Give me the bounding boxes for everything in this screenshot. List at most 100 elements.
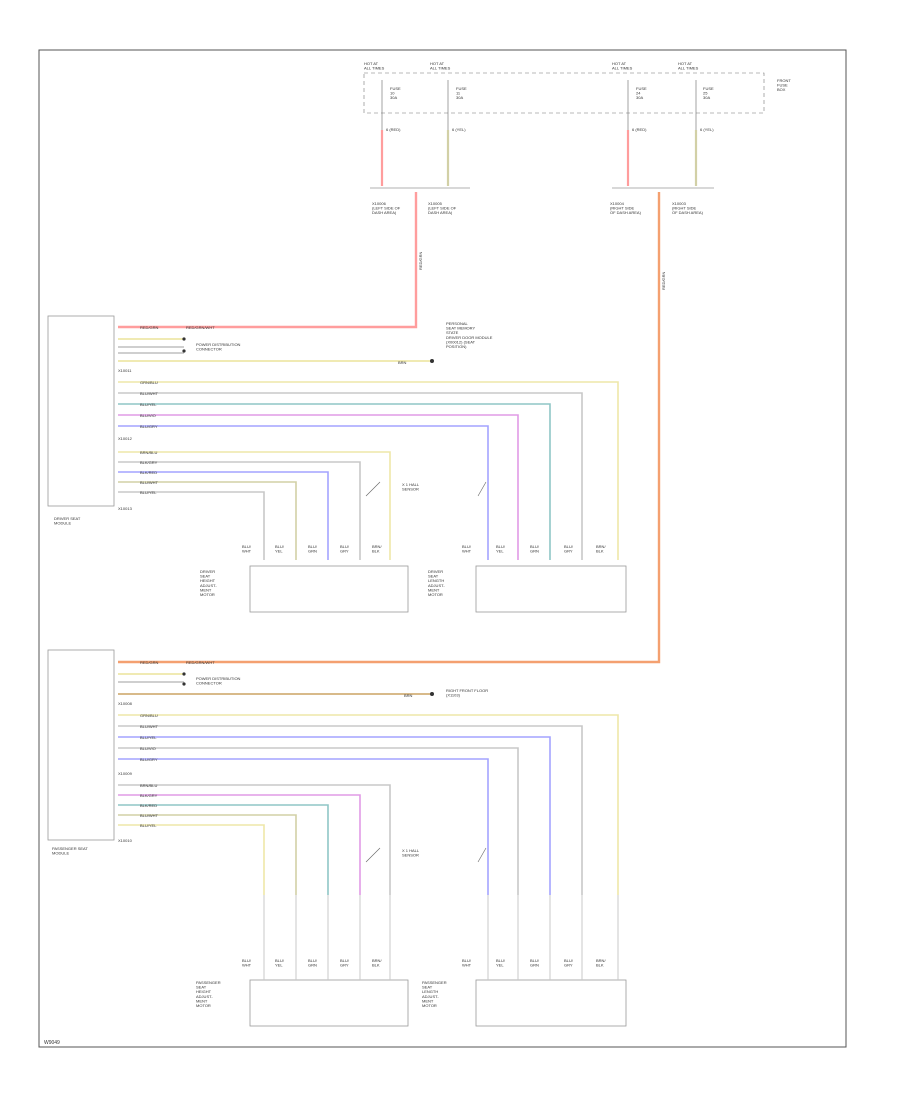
junction-wire-label: RED/GRN: [661, 271, 666, 290]
text-line: ALL TIMES: [430, 66, 451, 71]
text-line: MOTOR: [196, 1003, 211, 1008]
text-line: X10003: [672, 201, 687, 206]
wire-teal: [118, 403, 551, 560]
text-line: ADJUST-: [422, 994, 439, 999]
text-line: GRN: [308, 549, 317, 554]
motor-pin: BRN/BLK: [596, 958, 606, 968]
wire-violet: [118, 414, 519, 560]
text-line: SEAT: [196, 985, 207, 990]
text-line: WHT: [242, 963, 252, 968]
diagram-frame: [38, 49, 847, 1048]
text-line: PASSENGER: [422, 980, 447, 985]
fuse-wire-label: 6 (YEL): [452, 127, 466, 132]
wire-label: BLU/WHT: [140, 724, 159, 729]
text-line: YEL: [496, 549, 504, 554]
wire-label: BLU/YEL: [140, 402, 157, 407]
text-line: X 1 HALL: [402, 848, 420, 853]
text-line: WHT: [242, 549, 252, 554]
text-line: 30A: [703, 95, 710, 100]
wire-label: BLU/YEL: [140, 735, 157, 740]
text-line: X10005: [428, 201, 443, 206]
text-line: WHT: [462, 963, 472, 968]
text-line: BOX: [777, 87, 786, 92]
connector-dot: [182, 682, 186, 686]
text-line: BRN/: [596, 958, 606, 963]
text-line: HOT AT: [430, 61, 445, 66]
motor-pin: BRN/BLK: [372, 544, 382, 554]
text-line: X10004: [610, 201, 625, 206]
text-line: BLU/: [308, 544, 318, 549]
wire-label: BLU/GRY: [140, 424, 158, 429]
wire-gray: [118, 784, 391, 895]
driver-feed-wire: [118, 192, 418, 329]
text-line: PASSENGER SEAT: [52, 846, 88, 851]
fuse-wire-label: 6 (YEL): [700, 127, 714, 132]
text-line: GRN: [308, 963, 317, 968]
text-line: (LEFT SIDE OF: [428, 206, 457, 211]
text-line: BLU/: [564, 958, 574, 963]
text-line: 25: [703, 91, 708, 96]
motor-pin: BLU/YEL: [496, 544, 506, 554]
text-line: POWER DISTRIBUTION: [196, 342, 241, 347]
text-line: HEIGHT: [196, 989, 212, 994]
wire-olive: [118, 814, 297, 895]
motor-pin: BLU/YEL: [275, 544, 285, 554]
text-line: ADJUST-: [196, 994, 213, 999]
text-line: X 1 HALL: [402, 482, 420, 487]
text-line: X10006: [372, 201, 387, 206]
wire-gray: [118, 461, 361, 560]
connector-label: X10009: [118, 771, 133, 776]
text-line: MOTOR: [428, 592, 443, 597]
wire-label: GRN/BLU: [140, 380, 158, 385]
text-line: BLU/: [530, 544, 540, 549]
text-line: SEAT: [200, 574, 211, 579]
text-line: BLU/: [275, 958, 285, 963]
text-line: MODULE: [54, 521, 71, 526]
text-line: MENT: [428, 587, 440, 592]
text-line: LENGTH: [428, 578, 444, 583]
motor-pin: BLU/GRY: [340, 958, 350, 968]
wire-label: BLU/YEL: [140, 823, 157, 828]
text-line: OF DASH AREA): [672, 210, 704, 215]
text-line: FUSE: [777, 83, 788, 88]
text-line: HEIGHT: [200, 578, 216, 583]
wire-blue: [118, 736, 551, 895]
text-line: POSITION): [446, 344, 467, 349]
wire-blue: [118, 425, 489, 560]
text-line: LENGTH: [422, 989, 438, 994]
text-line: RIGHT FRONT FLOOR: [446, 688, 488, 693]
wire-blue: [118, 758, 489, 895]
text-line: BLU/: [242, 958, 252, 963]
motor-pin: BRN/BLK: [596, 544, 606, 554]
motor-pin: BLU/GRN: [530, 544, 540, 554]
wire-label: BLU/VIO: [140, 413, 156, 418]
passenger-module-box: [47, 649, 115, 841]
passenger-wires-b: BRN/BLU BLK/GRY BLK/RED BLU/WHT BLU/YEL: [118, 783, 391, 895]
wire-label: BLK/GRY: [140, 793, 158, 798]
text-line: GRY: [340, 963, 349, 968]
motor-box: [249, 979, 409, 1027]
text-line: MENT: [200, 587, 212, 592]
text-line: SEAT MEMORY: [446, 326, 475, 331]
text-line: ALL TIMES: [364, 66, 385, 71]
connector-dot: [430, 359, 434, 363]
motor-box: [475, 565, 627, 613]
